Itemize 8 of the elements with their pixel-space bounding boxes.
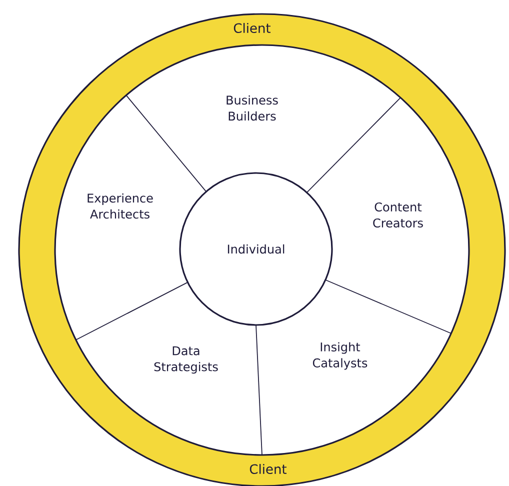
segment-label: Data Strategists xyxy=(154,346,218,374)
segment-label: Business Builders xyxy=(226,95,278,121)
segment-label: Experience Architects xyxy=(88,193,153,219)
ring-band xyxy=(18,13,506,486)
segment-label: Insight Catalysts xyxy=(312,342,368,370)
band-label: Client xyxy=(234,22,270,34)
segment-label: Content Creators xyxy=(373,202,423,228)
band-label: Client xyxy=(250,464,286,474)
